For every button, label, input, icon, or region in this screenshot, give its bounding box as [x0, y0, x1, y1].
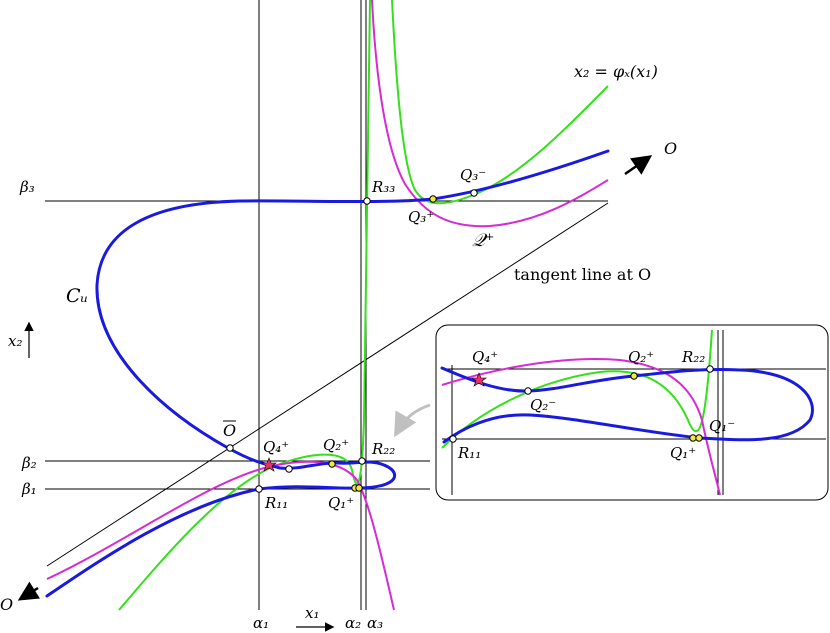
label-alpha3: α₃ [367, 614, 383, 632]
inset-label-Q1m: Q₁⁻ [709, 417, 735, 435]
inset-label-Q4p: Q₄⁺ [472, 348, 498, 366]
inset-magenta [441, 358, 721, 496]
point-R22 [358, 457, 366, 465]
label-R22: R₂₂ [371, 440, 395, 458]
qplus-curve-left [46, 460, 395, 611]
phi-curve-right [391, 0, 609, 205]
label-beta2: β₂ [21, 454, 37, 472]
label-R33: R₃₃ [371, 178, 395, 196]
label-tangent: tangent line at O [514, 265, 651, 284]
inset-point-R11 [449, 435, 457, 443]
arrow-O-bottom [17, 581, 41, 601]
qplus-curve-right [371, 0, 609, 228]
inset-label-Q1p: Q₁⁺ [670, 444, 696, 462]
inset-point-Q2m [524, 387, 532, 395]
tangent-line [46, 202, 609, 567]
inset-point-Q2p [630, 372, 638, 380]
label-x1: x₁ [305, 604, 319, 622]
label-R11: R₁₁ [264, 494, 288, 512]
inset-pointer-arrow [394, 403, 431, 438]
arrow-O-top [624, 155, 653, 176]
point-R11 [255, 485, 263, 493]
label-Q4p: Q₄⁺ [263, 438, 289, 456]
inset-label-Q2p: Q₂⁺ [628, 348, 654, 366]
label-alpha2: α₂ [345, 614, 361, 632]
point-Q2p [328, 460, 336, 468]
inset-blue [440, 366, 814, 444]
point-Q1m [355, 484, 363, 492]
label-alpha1: α₁ [253, 614, 269, 632]
label-Obar: O [223, 421, 236, 440]
label-x2: x₂ [8, 332, 22, 350]
label-O-top: O [664, 139, 677, 158]
label-O-bottom: O [0, 595, 13, 614]
inset-point-R22 [706, 365, 714, 373]
label-Cu: Cᵤ [66, 285, 88, 307]
point-Q3m [470, 189, 478, 197]
inset-point-Q1m [695, 434, 703, 442]
label-Q2p: Q₂⁺ [323, 436, 349, 454]
label-beta3: β₃ [19, 178, 35, 196]
point-Obar [226, 444, 234, 452]
inset-label-R22: R₂₂ [681, 348, 705, 366]
point-Q3p [429, 195, 437, 203]
star-Q4p [261, 457, 277, 472]
point-Q4m [285, 465, 293, 473]
inset-star-Q4p [471, 372, 487, 387]
inset-label-R11: R₁₁ [457, 444, 481, 462]
label-phi: x₂ = φₓ(x₁) [574, 62, 658, 81]
cu-curve [45, 149, 610, 598]
inset-point-Q1p [689, 434, 697, 442]
label-Q1p: Q₁⁺ [328, 494, 354, 512]
label-Qplus-set: 𝒬⁺ [472, 230, 494, 251]
label-beta1: β₁ [21, 480, 37, 498]
label-Q3m: Q₃⁻ [460, 166, 486, 184]
phi-curve-left [118, 0, 371, 611]
point-R33 [363, 197, 371, 205]
label-Q3p: Q₃⁺ [408, 208, 434, 226]
inset-label-Q2m: Q₂⁻ [530, 396, 556, 414]
